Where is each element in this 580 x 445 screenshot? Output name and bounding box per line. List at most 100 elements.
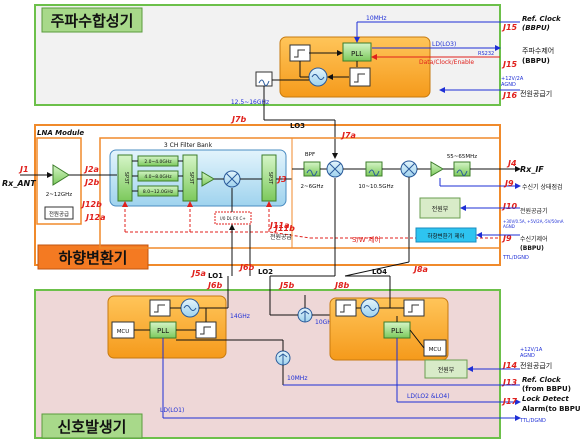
svg-text:10GHz: 10GHz [315,319,335,326]
svg-text:TTL/DGND: TTL/DGND [502,255,529,261]
lna-power-box [44,206,74,220]
svg-text:PLL: PLL [157,327,169,335]
siggen-right-filter [335,299,357,317]
svg-text:10MHz: 10MHz [287,375,307,382]
svg-text:전원부: 전원부 [438,366,455,374]
svg-text:10MHz: 10MHz [366,15,386,22]
siggen-right-divider [403,299,425,317]
svg-text:전원부: 전원부 [432,205,449,213]
svg-text:J5a: J5a [190,269,206,278]
svg-text:J11b: J11b [273,224,295,233]
svg-text:LNA Module: LNA Module [37,129,84,137]
svg-text:J3: J3 [276,175,287,184]
siggen-left-filter [149,299,171,317]
svg-text:하향변환기 제어: 하향변환기 제어 [427,232,464,240]
svg-text:2.0~4.0GHz: 2.0~4.0GHz [144,159,172,165]
svg-text:Data/Clock/Enable: Data/Clock/Enable [419,59,474,66]
svg-text:(from BBPU): (from BBPU) [522,385,571,393]
svg-text:J14: J14 [501,361,518,370]
svg-text:J9: J9 [503,179,514,188]
svg-text:RS232: RS232 [478,51,494,57]
lna-amplifier-icon [52,164,70,186]
svg-text:I/0 DL FX C+: I/0 DL FX C+ [220,216,245,221]
svg-text:PLL: PLL [351,50,363,58]
freq-synth-title: 주파수합성기 [51,12,134,30]
svg-text:S/W 제어: S/W 제어 [352,235,381,244]
siggen-title: 신호발생기 [57,418,126,436]
svg-text:J9: J9 [501,234,512,243]
svg-text:LO4: LO4 [372,268,387,276]
svg-text:J13: J13 [501,378,518,387]
svg-text:10~10.5GHz: 10~10.5GHz [358,184,393,190]
svg-text:Rx_IF: Rx_IF [520,165,544,174]
svg-text:2~6GHz: 2~6GHz [301,184,324,190]
svg-text:LD(LO3): LD(LO3) [432,41,456,48]
svg-text:14GHz: 14GHz [230,313,250,320]
svg-text:전원공급기: 전원공급기 [520,361,552,370]
svg-text:(BBPU): (BBPU) [522,24,550,32]
svg-text:LO2: LO2 [258,268,273,276]
svg-text:MCU: MCU [429,347,442,353]
svg-text:J8a: J8a [412,265,428,274]
svg-text:J5b: J5b [278,281,295,290]
svg-text:J1: J1 [18,165,29,174]
svg-text:12.5~16GHz: 12.5~16GHz [231,99,269,106]
svg-text:전원공급기: 전원공급기 [520,89,552,98]
svg-text:LD(LO1): LD(LO1) [160,407,184,414]
svg-text:(BBPU): (BBPU) [520,245,544,252]
svg-text:2~12GHz: 2~12GHz [46,192,73,198]
downconv-tab [37,244,149,270]
lna-module [36,137,82,225]
svg-text:55~65MHz: 55~65MHz [447,154,477,160]
downconv-title: 하향변환기 [58,249,127,267]
svg-text:J7a: J7a [340,131,356,140]
if-amp-icon [430,161,444,177]
svg-text:J6b: J6b [206,281,223,290]
svg-text:J2a: J2a [83,165,99,174]
svg-text:SP3T: SP3T [188,172,194,185]
siggen-left-divider [195,321,217,339]
svg-text:수신기제어: 수신기제어 [520,235,548,243]
svg-text:J15: J15 [501,23,518,32]
filter-bank [109,149,287,207]
svg-text:J2b: J2b [83,178,100,187]
svg-text:주파수제어: 주파수제어 [522,46,554,55]
svg-text:3 CH Filter Bank: 3 CH Filter Bank [164,142,213,149]
synth-loop-filter [289,44,311,62]
svg-text:MCU: MCU [117,329,130,335]
svg-text:J6b: J6b [238,263,255,272]
svg-text:LO3: LO3 [290,122,305,130]
svg-text:8.0~12.0GHz: 8.0~12.0GHz [143,189,174,195]
downconv-module [99,137,501,249]
svg-text:J12a: J12a [84,213,106,222]
svg-text:(BBPU): (BBPU) [522,57,550,65]
svg-text:J10: J10 [501,202,518,211]
svg-text:J8b: J8b [333,281,350,290]
svg-text:Alarm(to BBPU): Alarm(to BBPU) [522,405,580,413]
svg-text:4.0~8.0GHz: 4.0~8.0GHz [144,174,172,180]
svg-text:전원공급기: 전원공급기 [520,207,548,215]
svg-text:J17: J17 [501,397,518,406]
siggen-tab [41,413,143,439]
svg-text:J15: J15 [501,60,518,69]
svg-text:LO1: LO1 [208,272,223,280]
svg-text:Lock Detect: Lock Detect [522,395,569,403]
svg-text:TTL/DGND: TTL/DGND [519,418,546,424]
freq-synth-tab [41,7,143,33]
svg-text:수신기 상태점검: 수신기 상태점검 [522,183,563,191]
svg-text:전원공급: 전원공급 [49,210,69,218]
svg-text:J16: J16 [501,91,518,100]
svg-text:SP3T: SP3T [123,172,129,185]
svg-text:J12b: J12b [80,200,102,209]
svg-text:LD(LO2 &LO4): LD(LO2 &LO4) [407,393,450,400]
svg-text:Ref. Clock: Ref. Clock [522,15,562,23]
svg-text:Rx_ANT: Rx_ANT [2,179,36,188]
svg-text:SP3T: SP3T [267,172,273,185]
svg-text:Ref. Clock: Ref. Clock [522,376,562,384]
svg-text:전원공급: 전원공급 [270,233,293,241]
synth-divider [349,67,371,87]
svg-text:J7b: J7b [230,115,247,124]
